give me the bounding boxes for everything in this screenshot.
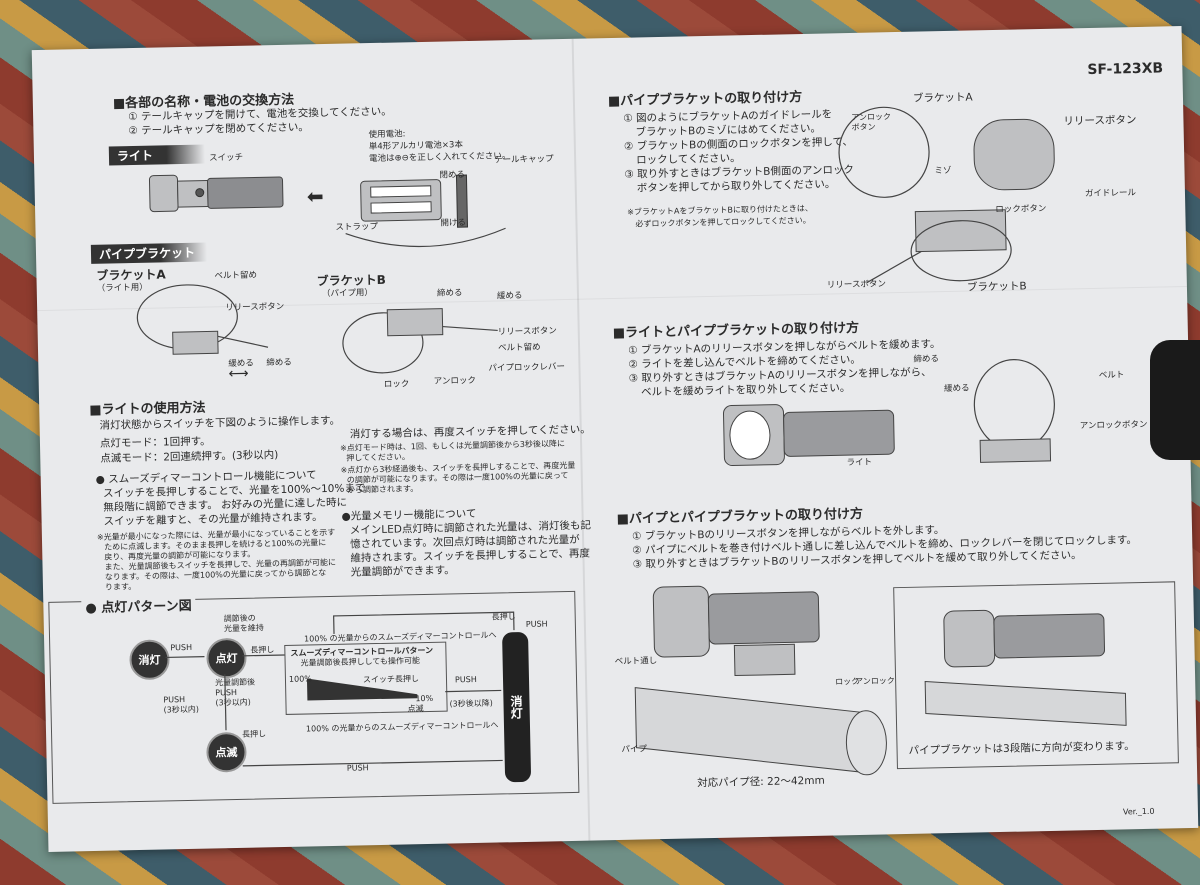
battery-pack-illustration [360, 174, 469, 228]
belt-bracket-illustration [973, 359, 1055, 463]
pipe-attach-title: ■パイプとパイプブラケットの取り付け方 [616, 506, 864, 527]
bracket-a-label: ブラケットA [912, 91, 973, 105]
light-label: ライト [846, 457, 873, 469]
flashlight-illustration [148, 174, 284, 213]
pb-step-3b: ボタンを押してから取り外してください。 [636, 178, 836, 195]
pipe-bracket-attach-title: ■パイプブラケットの取り付け方 [607, 90, 803, 110]
black-clip [1150, 340, 1200, 460]
bracket-b-label: ブラケットB [966, 280, 1027, 294]
light-side-illustration [722, 404, 895, 467]
lock-button-label: ロックボタン [995, 203, 1047, 215]
unlock-label-r: アンロック [855, 676, 895, 687]
pipe-mount-illustration [634, 585, 887, 776]
bracket-b-illustration [342, 308, 498, 374]
model-number: SF-123XB [1087, 60, 1164, 79]
pipe-label: パイプ [621, 744, 648, 755]
belt-pass-label: ベルト通し [614, 656, 658, 668]
strap-illustration [345, 227, 506, 248]
pattern-arrows [165, 611, 515, 767]
pb-note-2: 必ずロックボタンを押してロックしてください。 [635, 215, 811, 229]
bracket-assembly-illustration [838, 106, 1055, 284]
belt-label: ベルト [1098, 370, 1125, 381]
dimming-ramp-graphic [306, 678, 418, 701]
pipe-diameter-label: 対応パイプ径: 22～42mm [697, 774, 825, 790]
light-attach-title: ■ライトとパイプブラケットの取り付け方 [612, 320, 860, 342]
unlock-button-label: アンロック ボタン [851, 112, 892, 132]
groove-label: ミゾ [934, 165, 952, 177]
release-button-label: リリースボタン [1063, 114, 1137, 128]
direction-illustration [924, 609, 1127, 726]
loosen-label-r: 緩める [943, 383, 970, 395]
version-label: Ver._1.0 [1122, 806, 1155, 817]
release-button-label-2: リリースボタン [826, 279, 887, 291]
guide-rail-label: ガイドレール [1084, 188, 1137, 200]
bracket-a-illustration [136, 284, 269, 355]
instruction-sheet: ■各部の名称・電池の交換方法 ① テールキャップを開けて、電池を交換してください… [31, 26, 1199, 852]
unlock-button-label-2: アンロックボタン [1079, 419, 1148, 432]
tighten-label-r: 締める [913, 354, 940, 365]
